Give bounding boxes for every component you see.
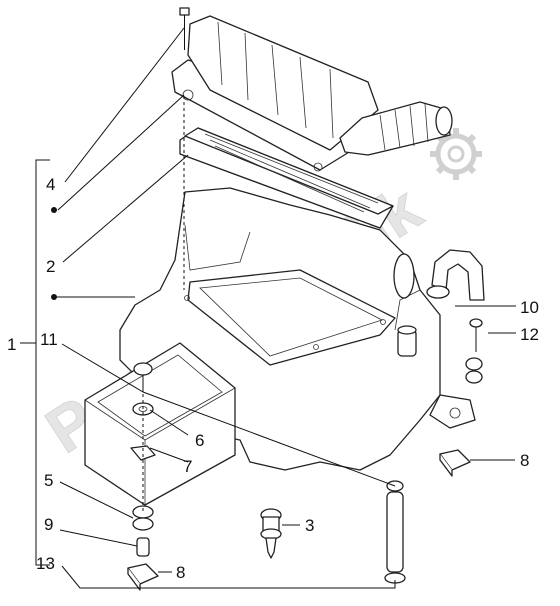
grommet-5 <box>132 505 154 531</box>
screw-12 <box>465 318 483 384</box>
clip-nut-right <box>439 449 471 477</box>
callout-8-right: 8 <box>520 451 529 470</box>
callout-4: 4 <box>46 175 55 194</box>
callout-6: 6 <box>195 431 204 450</box>
callout-1: 1 <box>7 335 16 354</box>
clip-nut-left <box>127 563 159 591</box>
bushing-9 <box>136 537 150 557</box>
assembly-bracket <box>20 159 135 566</box>
callout-8-left: 8 <box>176 563 185 582</box>
callout-labels: 4 2 1 11 10 12 6 7 8 5 3 9 13 8 <box>7 175 539 582</box>
breather-pipe <box>426 249 485 301</box>
screw-4 <box>179 7 190 50</box>
callout-5: 5 <box>44 471 53 490</box>
callout-3: 3 <box>305 516 314 535</box>
drain-tube <box>384 480 406 584</box>
callout-7: 7 <box>183 457 192 476</box>
callout-12: 12 <box>520 325 539 344</box>
drain-plug <box>260 508 282 559</box>
callout-2: 2 <box>46 257 55 276</box>
callout-13: 13 <box>36 554 55 573</box>
filter-element <box>179 127 394 229</box>
leader-lines <box>57 27 516 589</box>
filter-cover <box>171 15 453 172</box>
callout-9: 9 <box>44 515 53 534</box>
callout-11: 11 <box>40 330 58 349</box>
callout-10: 10 <box>520 298 539 317</box>
